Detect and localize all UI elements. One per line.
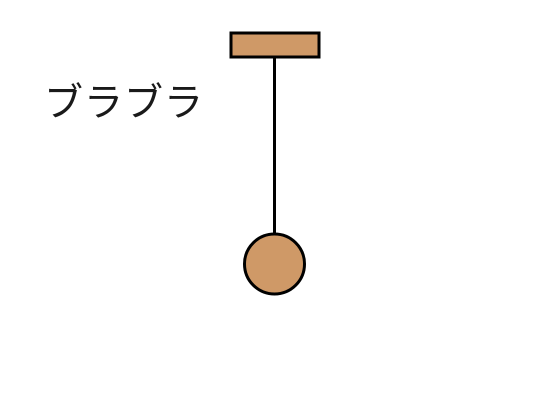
mount-bar-icon [229,31,321,59]
swinging-sound-caption: ブラブラ [44,81,205,126]
pendulum-bob-icon [243,232,306,296]
